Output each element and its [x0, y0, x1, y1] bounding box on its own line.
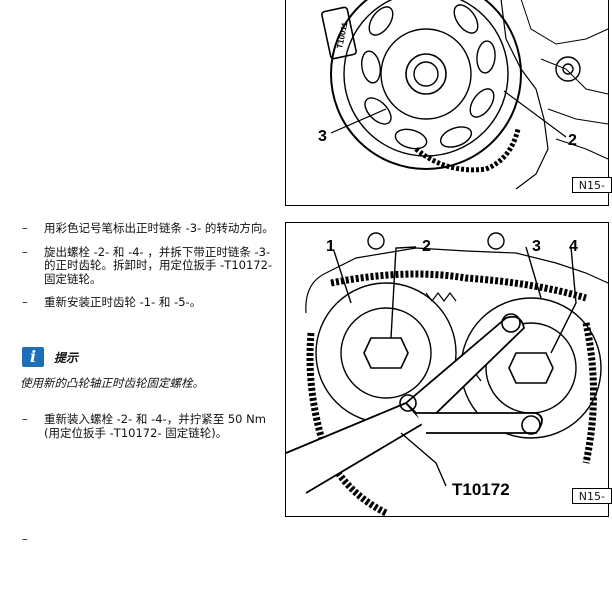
- step-item: – 重新装入螺栓 -2- 和 -4-，并拧紧至 50 Nm (用定位扳手 -T1…: [22, 412, 277, 440]
- step-text: 旋出螺栓 -2- 和 -4- ，并拆下带正时链条 -3- 的正时齿轮。拆卸时，用…: [44, 244, 273, 286]
- wrench-illustration: 1 2 3 4 T10172: [285, 232, 609, 517]
- step-item: – 用彩色记号笔标出正时链条 -3- 的转动方向。: [22, 221, 277, 236]
- note-box: i 提示 使用新的凸轮轴正时齿轮固定螺栓。: [20, 346, 282, 390]
- note-text: 使用新的凸轮轴正时齿轮固定螺栓。: [20, 376, 204, 390]
- callout-1: 1: [326, 238, 335, 255]
- tool-number: T10172: [452, 480, 510, 499]
- step-item: – 重新安装正时齿轮 -1- 和 -5-。: [22, 295, 277, 310]
- figure-code: N15-: [571, 177, 612, 193]
- callout-2: 2: [422, 238, 431, 255]
- note-header: i 提示: [22, 346, 282, 368]
- step-text: 用彩色记号笔标出正时链条 -3- 的转动方向。: [44, 221, 274, 235]
- step-dash: –: [22, 412, 28, 426]
- tool-label: T10011: [335, 21, 349, 50]
- step-item: – 旋出螺栓 -2- 和 -4- ，并拆下带正时链条 -3- 的正时齿轮。拆卸时…: [22, 244, 277, 287]
- step-dash: –: [22, 221, 28, 235]
- sprocket-illustration: 3 2 T10011: [318, 0, 609, 190]
- callout-4: 4: [569, 238, 578, 255]
- note-title: 提示: [54, 350, 79, 365]
- instruction-steps: – 用彩色记号笔标出正时链条 -3- 的转动方向。 – 旋出螺栓 -2- 和 -…: [22, 221, 277, 320]
- step-text: 重新装入螺栓 -2- 和 -4-，并拧紧至 50 Nm (用定位扳手 -T101…: [44, 412, 266, 440]
- info-icon: i: [22, 347, 44, 367]
- figure-sprocket-marking: 3 2 T10011 N15-: [285, 0, 612, 206]
- step-dash: –: [22, 295, 28, 309]
- callout-3: 3: [532, 238, 541, 255]
- figure-wrench-holding: 1 2 3 4 T10172 N15-: [285, 222, 612, 517]
- callout-2: 2: [568, 132, 577, 149]
- step-text: 重新安装正时齿轮 -1- 和 -5-。: [44, 295, 202, 309]
- figure-code: N15-: [571, 488, 612, 504]
- step-dash: –: [22, 244, 28, 259]
- empty-step-dash: –: [22, 532, 28, 546]
- callout-3: 3: [318, 128, 327, 145]
- instruction-steps-continued: – 重新装入螺栓 -2- 和 -4-，并拧紧至 50 Nm (用定位扳手 -T1…: [22, 412, 277, 450]
